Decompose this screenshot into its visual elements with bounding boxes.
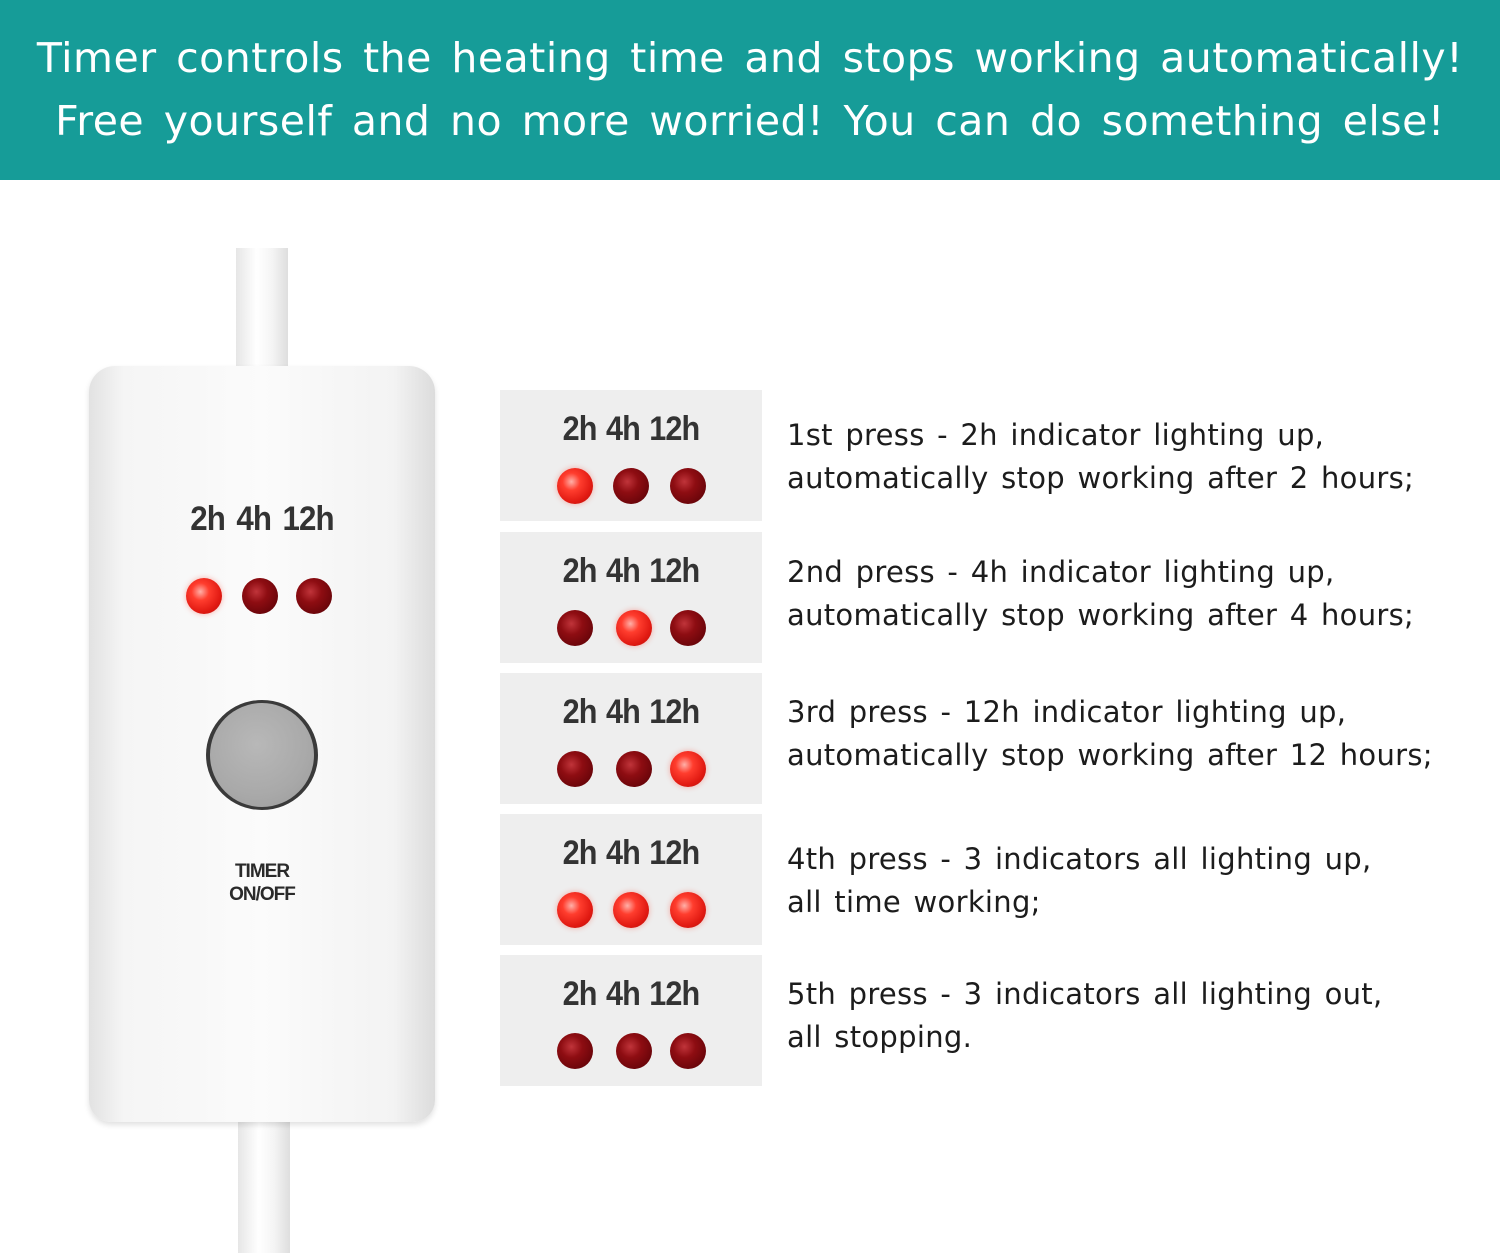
step-4-indicator-labels: 2h 4h 12h bbox=[562, 834, 701, 872]
step-1-led-12h bbox=[670, 468, 706, 504]
step-5-description: 5th press - 3 indicators all lighting ou… bbox=[787, 973, 1487, 1059]
timer-onoff-button[interactable] bbox=[210, 703, 314, 807]
step-2-led-2h bbox=[557, 610, 593, 646]
step-2-description: 2nd press - 4h indicator lighting up, au… bbox=[787, 551, 1487, 637]
banner-line-2: Free yourself and no more worried! You c… bbox=[55, 97, 1445, 145]
step-5-led-4h bbox=[616, 1033, 652, 1069]
step-panel-4: 2h 4h 12h bbox=[500, 814, 762, 945]
step-4-led-12h bbox=[670, 892, 706, 928]
cable-top bbox=[236, 248, 288, 376]
step-4-line-2: all time working; bbox=[787, 885, 1041, 919]
step-4-line-1: 4th press - 3 indicators all lighting up… bbox=[787, 842, 1372, 876]
step-2-line-1: 2nd press - 4h indicator lighting up, bbox=[787, 555, 1335, 589]
step-1-indicator-labels: 2h 4h 12h bbox=[562, 410, 701, 448]
step-3-indicator-labels: 2h 4h 12h bbox=[562, 693, 701, 731]
step-2-led-12h bbox=[670, 610, 706, 646]
step-3-led-4h bbox=[616, 751, 652, 787]
step-3-led-12h bbox=[670, 751, 706, 787]
step-5-line-2: all stopping. bbox=[787, 1020, 973, 1054]
step-panel-5: 2h 4h 12h bbox=[500, 955, 762, 1086]
step-panel-2: 2h 4h 12h bbox=[500, 532, 762, 663]
led-12h-indicator bbox=[296, 578, 332, 614]
step-4-description: 4th press - 3 indicators all lighting up… bbox=[787, 838, 1487, 924]
device-led-row bbox=[186, 578, 336, 616]
header-banner: Timer controls the heating time and stop… bbox=[0, 0, 1500, 180]
step-1-line-2: automatically stop working after 2 hours… bbox=[787, 461, 1415, 495]
step-3-description: 3rd press - 12h indicator lighting up, a… bbox=[787, 691, 1487, 777]
step-3-line-1: 3rd press - 12h indicator lighting up, bbox=[787, 695, 1347, 729]
step-2-line-2: automatically stop working after 4 hours… bbox=[787, 598, 1415, 632]
step-5-line-1: 5th press - 3 indicators all lighting ou… bbox=[787, 977, 1383, 1011]
banner-line-1: Timer controls the heating time and stop… bbox=[36, 34, 1464, 82]
step-4-led-4h bbox=[613, 892, 649, 928]
step-3-led-2h bbox=[557, 751, 593, 787]
step-2-indicator-labels: 2h 4h 12h bbox=[562, 552, 701, 590]
step-1-led-2h bbox=[557, 468, 593, 504]
step-1-led-4h bbox=[613, 468, 649, 504]
device-indicator-labels: 2h 4h 12h bbox=[190, 500, 334, 538]
cable-bottom bbox=[238, 1118, 290, 1253]
led-2h-indicator bbox=[186, 578, 222, 614]
step-panel-3: 2h 4h 12h bbox=[500, 673, 762, 804]
step-1-line-1: 1st press - 2h indicator lighting up, bbox=[787, 418, 1325, 452]
timer-label-line-1: TIMER bbox=[234, 861, 290, 882]
step-4-led-2h bbox=[557, 892, 593, 928]
step-5-indicator-labels: 2h 4h 12h bbox=[562, 975, 701, 1013]
timer-onoff-label: TIMER ON/OFF bbox=[200, 860, 324, 906]
step-2-led-4h bbox=[616, 610, 652, 646]
step-5-led-2h bbox=[557, 1033, 593, 1069]
step-5-led-12h bbox=[670, 1033, 706, 1069]
step-panel-1: 2h 4h 12h bbox=[500, 390, 762, 521]
step-1-description: 1st press - 2h indicator lighting up, au… bbox=[787, 414, 1487, 500]
step-3-line-2: automatically stop working after 12 hour… bbox=[787, 738, 1433, 772]
timer-label-line-2: ON/OFF bbox=[229, 884, 296, 905]
led-4h-indicator bbox=[242, 578, 278, 614]
